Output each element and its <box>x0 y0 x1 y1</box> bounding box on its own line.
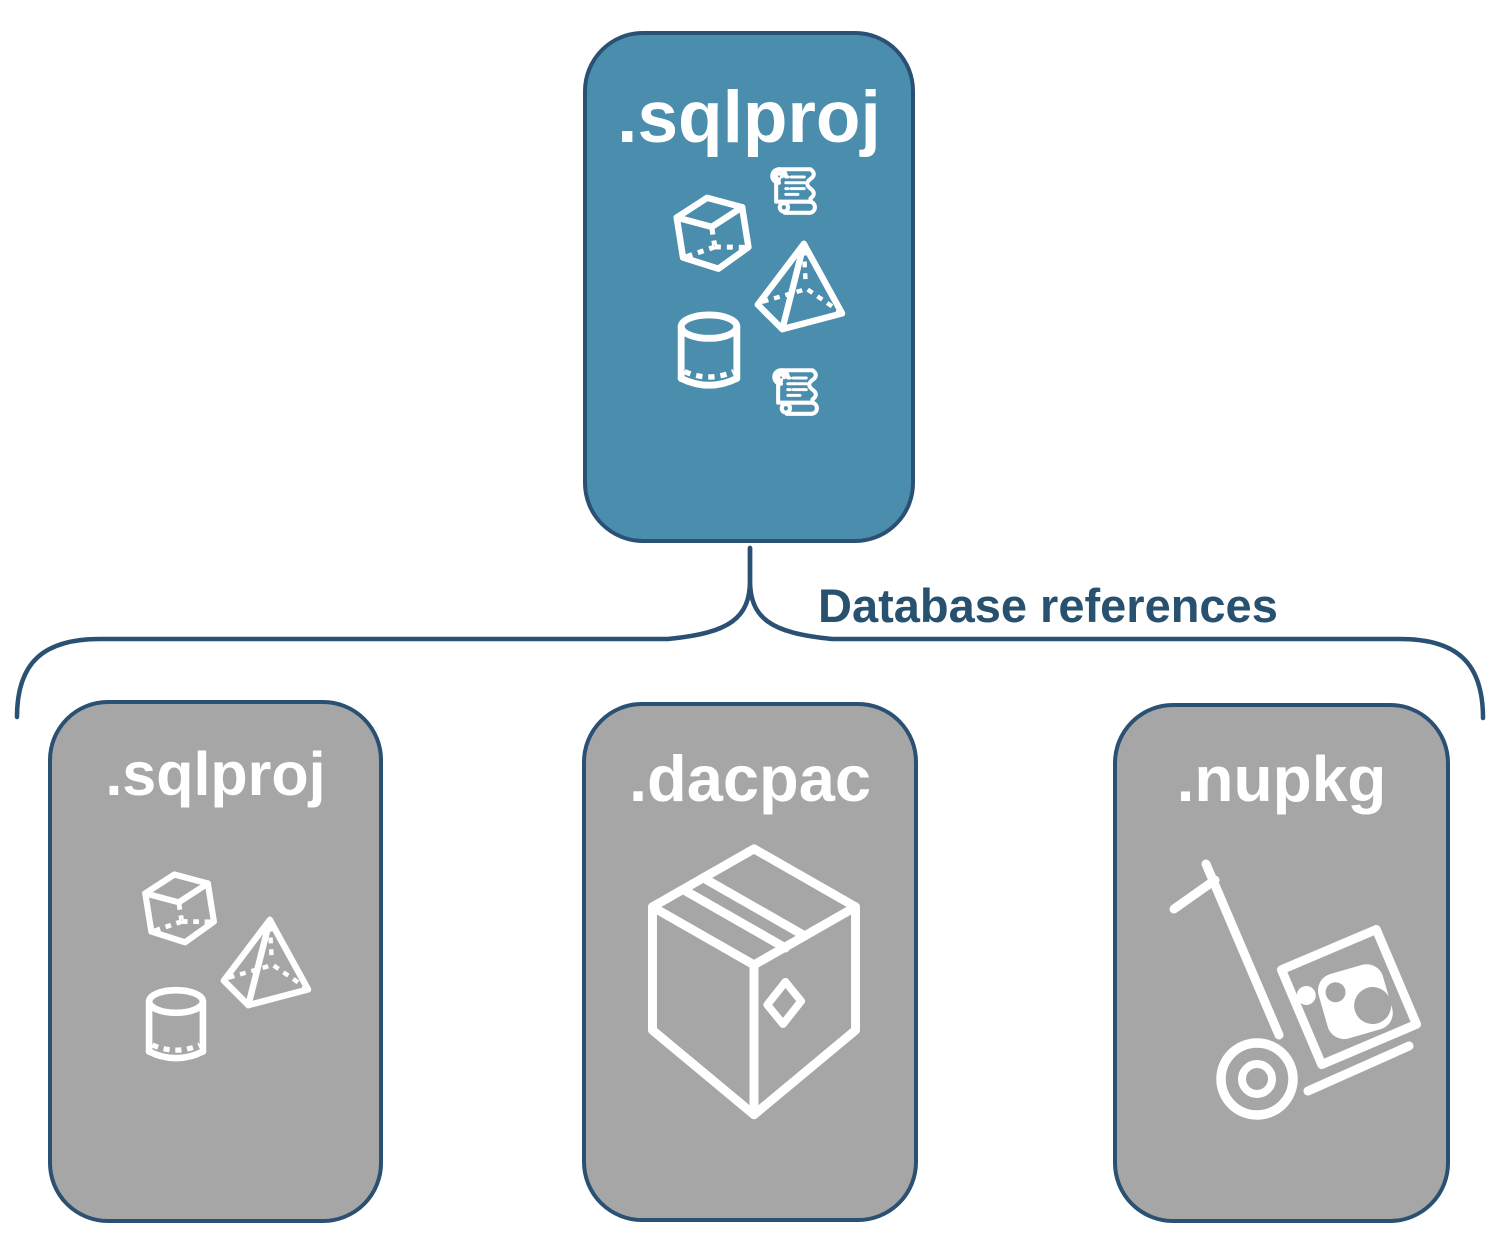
database-cylinder-icon <box>677 311 741 389</box>
node-label-sqlproj: .sqlproj <box>105 740 326 808</box>
brace-connector <box>14 545 1486 721</box>
script-scroll-icon <box>770 167 817 215</box>
connector-label: Database references <box>818 579 1278 632</box>
package-box-icon <box>647 844 861 1120</box>
script-scroll-icon <box>772 368 819 416</box>
node-sqlproj-child: .sqlproj <box>48 700 383 1223</box>
cube-icon <box>673 194 752 272</box>
node-label-root: .sqlproj <box>617 77 881 158</box>
pyramid-icon <box>754 240 846 333</box>
database-cylinder-icon <box>145 986 207 1062</box>
node-dacpac: .dacpac <box>582 702 918 1222</box>
nuget-logo <box>1296 964 1393 1040</box>
cube-icon <box>142 871 217 946</box>
node-label-dacpac: .dacpac <box>628 742 872 815</box>
hand-truck-package-icon <box>1169 859 1422 1120</box>
node-label-nupkg: .nupkg <box>1176 743 1387 815</box>
node-sqlproj-root: .sqlproj <box>583 31 915 543</box>
node-nupkg: .nupkg <box>1113 703 1450 1223</box>
pyramid-icon <box>220 916 312 1009</box>
